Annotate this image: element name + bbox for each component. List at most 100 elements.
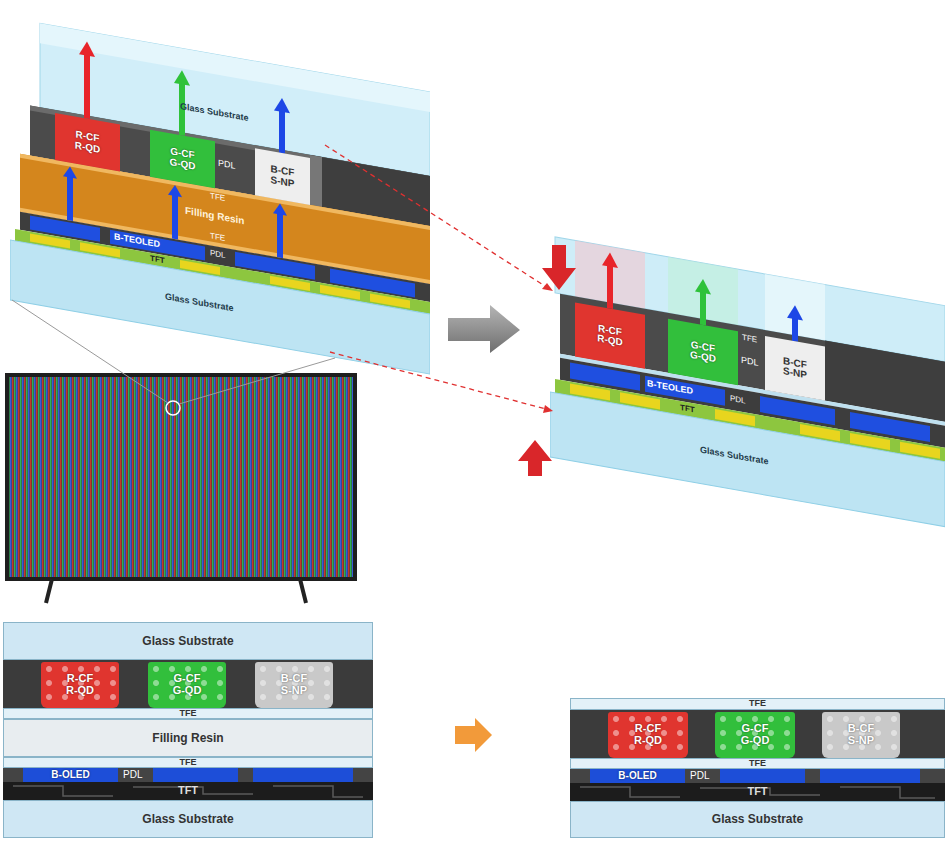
tv-leg [300,579,306,603]
color-filter-box: G-CF G-QD [715,712,795,758]
light-arrow [277,213,283,258]
color-filter-box: B-CF S-NP [765,336,825,401]
arrow-head [79,40,95,57]
circuit-trace [13,786,363,797]
layer-band: TFE [570,758,945,769]
layer-label: G-CF G-QD [170,673,204,696]
bank-row [3,660,373,708]
glass-substrate [550,392,945,527]
layer-label: R-CF R-QD [63,673,97,696]
layer-label: R-CF R-QD [72,129,104,156]
color-filter-box: R-CF R-QD [608,712,688,758]
glass-substrate [555,237,945,362]
layer-band: B-OLED [23,768,118,782]
bank-side [310,155,322,207]
layer-label: B-CF S-NP [277,673,311,696]
cross-section-after: TFE R-CF R-QD G-CF G-QD B-CF S-NP TFE B-OLED T… [570,698,945,838]
layer-band: Filling Resin [3,719,373,757]
arrow-head [168,184,182,197]
layer-label: G-CF G-QD [167,146,199,173]
arrow-head [787,304,803,321]
layer-label: Glass Substrate [142,635,233,648]
layer-band: TFT [570,783,945,801]
layer-label: PDL [123,770,142,780]
dashed-guide [330,352,546,409]
blue-oled [253,768,353,782]
light-arrow [172,194,178,239]
layer-label: TFT [747,786,767,798]
press-arrow [518,440,552,476]
cross-section-before: Glass SubstrateR-CF R-QDG-CF G-QDB-CF S-… [3,622,373,838]
press-arrow [542,245,576,290]
stack-illustration [550,232,945,532]
blue-oled [720,769,805,783]
layer-label: G-CF G-QD [738,723,772,746]
color-filter-box: R-CF R-QD [41,662,119,708]
color-filter-box: B-CF S-NP [255,662,333,708]
layer-label: B-OLED [51,770,89,781]
circuit-trace [580,787,935,798]
light-arrow [84,54,90,119]
process-arrow [455,718,492,752]
light-arrow [607,265,613,309]
color-filter-box: G-CF G-QD [148,662,226,708]
layer-label: G-CF G-QD [687,339,719,366]
layer-band: Glass Substrate [3,622,373,660]
layer-label: TFE [180,758,197,767]
arrow-head [273,202,287,215]
layer-band: TFE [570,698,945,710]
light-arrow [67,176,73,221]
arrow-head [695,278,711,295]
arrow-head [274,97,290,114]
zoom-line [179,358,335,404]
layer-band: TFE [3,757,373,768]
color-filter-box: B-CF S-NP [255,148,310,205]
layer-label: R-CF R-QD [594,322,626,349]
pdl-row [570,769,945,783]
layer-band: TFE [3,708,373,719]
layer-label: Filling Resin [152,732,223,745]
layer-label: TFE [749,759,766,768]
dashed-guide [325,145,548,288]
white-tint [765,274,825,341]
tv-screen [7,375,355,579]
stack-3d-after: R-CF R-QDG-CF G-QDB-CF S-NPTFEPDLB-TEOLE… [550,232,945,532]
arrow-head [602,251,618,268]
layer-label: B-OLED [618,771,656,782]
light-arrow [792,317,798,341]
layer-band: B-OLED [590,769,685,783]
layer-label: B-CF S-NP [267,163,299,190]
tft-row [3,782,373,800]
layer-label: TFE [749,699,766,708]
zoom-line [12,300,168,403]
tft-row [570,783,945,801]
blue-oled [153,768,238,782]
arrow-head [63,165,77,178]
arrow-head [543,405,553,413]
glass-substrate [10,240,430,374]
light-arrow [279,110,285,153]
zoom-circle [166,401,180,415]
blue-oled [820,769,920,783]
bank-row [570,710,945,758]
process-arrow [448,305,520,353]
arrow-head [174,69,190,86]
layer-label: TFE [180,709,197,718]
layer-label: B-CF S-NP [779,355,811,382]
stack-3d-before: R-CF R-QDG-CF G-QDB-CF S-NPGlass Substra… [10,10,430,384]
layer-band: Glass Substrate [3,800,373,838]
arrow-head [542,283,553,291]
layer-label: TFT [178,785,198,797]
layer-label: Glass Substrate [712,813,803,826]
layer-label: Glass Substrate [142,813,233,826]
layer-label: B-CF S-NP [844,723,878,746]
layer-label: PDL [690,771,709,781]
pdl-row [3,768,373,782]
light-arrow [700,291,706,325]
layer-label: R-CF R-QD [631,723,665,746]
color-filter-box: B-CF S-NP [822,712,900,758]
layer-band: TFT [3,782,373,800]
glass-top-face [40,23,430,112]
tv-leg [46,579,52,603]
